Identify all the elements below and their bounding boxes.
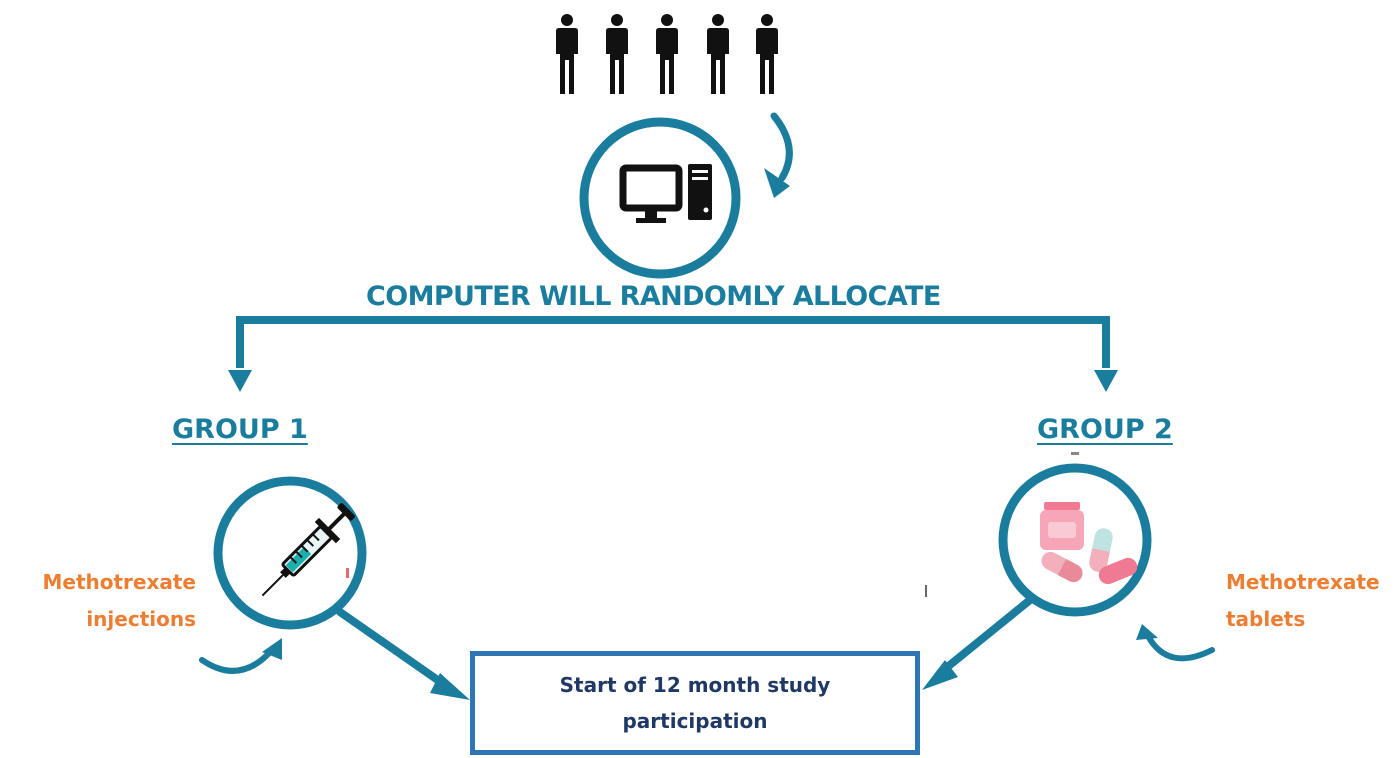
person-icon	[606, 14, 628, 94]
computer-icon	[619, 164, 712, 223]
pills-icon	[1040, 502, 1138, 585]
speck	[1071, 452, 1079, 455]
group1-treatment-line2: injections	[86, 607, 196, 631]
computer-circle	[579, 117, 741, 279]
allocation-heading: COMPUTER WILL RANDOMLY ALLOCATE	[366, 281, 941, 312]
group1-treatment-line1: Methotrexate	[42, 570, 196, 594]
group2-treatment-line2: tablets	[1226, 607, 1306, 631]
arrow-group1-to-box	[336, 608, 470, 700]
person-icon	[756, 14, 778, 94]
person-icon	[707, 14, 729, 94]
outcome-box: Start of 12 month study participation	[470, 651, 920, 755]
group2-label: GROUP 2	[1037, 414, 1173, 445]
group2-circle	[998, 463, 1152, 617]
curved-arrow-to-computer	[764, 112, 793, 198]
group1-treatment: Methotrexate injections	[36, 564, 196, 638]
group2-treatment-line1: Methotrexate	[1226, 570, 1380, 594]
split-connector	[228, 316, 1118, 392]
group1-circle	[213, 476, 367, 630]
participants	[556, 14, 778, 94]
group1-label: GROUP 1	[172, 414, 308, 445]
person-icon	[556, 14, 578, 94]
curved-arrow-group2	[1136, 624, 1215, 662]
syringe-icon	[261, 503, 355, 597]
speck	[925, 585, 927, 597]
group2-treatment: Methotrexate tablets	[1226, 564, 1391, 638]
arrow-group2-to-box	[922, 596, 1034, 690]
curved-arrow-group1	[199, 638, 282, 674]
person-icon	[656, 14, 678, 94]
outcome-box-text: Start of 12 month study participation	[559, 673, 831, 733]
